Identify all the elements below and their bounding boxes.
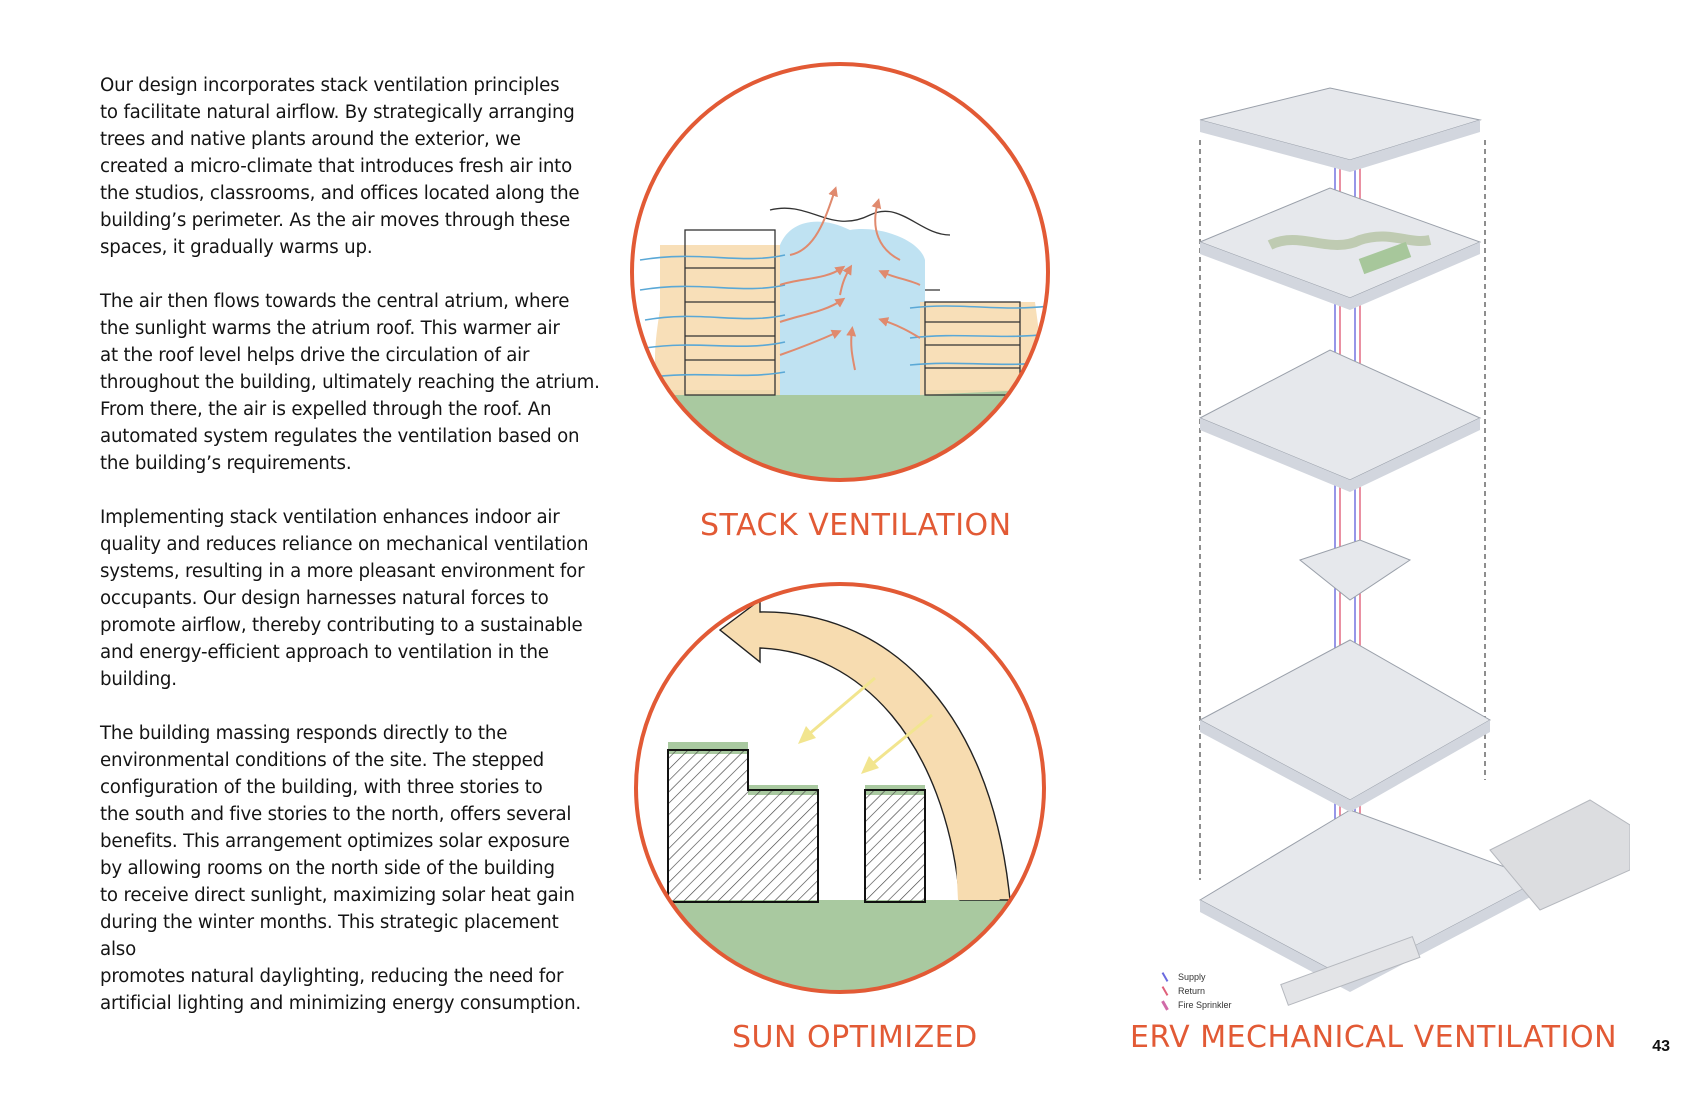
caption-stack-ventilation: STACK VENTILATION [700, 508, 1012, 543]
paragraph-building-massing: The building massing responds directly t… [100, 723, 581, 1014]
paragraph-stack-ventilation: Our design incorporates stack ventilatio… [100, 75, 580, 258]
paragraph-atrium-airflow: The air then flows towards the central a… [100, 291, 600, 474]
legend-return: Return [1160, 984, 1232, 998]
legend-supply-label: Supply [1178, 972, 1206, 982]
caption-sun-optimized: SUN OPTIMIZED [732, 1020, 978, 1055]
erv-legend: Supply Return Fire Sprinkler [1160, 970, 1232, 1012]
stack-ventilation-diagram [630, 62, 1050, 482]
body-text: Our design incorporates stack ventilatio… [100, 72, 600, 1044]
fire-sprinkler-swatch [1161, 999, 1169, 1011]
return-swatch [1161, 986, 1169, 996]
page-number: 43 [1652, 1038, 1670, 1055]
legend-supply: Supply [1160, 970, 1232, 984]
supply-swatch [1161, 972, 1169, 982]
erv-axonometric-diagram [1198, 87, 1630, 1006]
legend-fire-sprinkler-label: Fire Sprinkler [1178, 1000, 1232, 1010]
paragraph-air-quality: Implementing stack ventilation enhances … [100, 507, 589, 690]
legend-return-label: Return [1178, 986, 1206, 996]
legend-fire-sprinkler: Fire Sprinkler [1160, 998, 1232, 1012]
sun-optimized-diagram [634, 582, 1046, 994]
caption-erv-mechanical-ventilation: ERV MECHANICAL VENTILATION [1130, 1020, 1618, 1055]
